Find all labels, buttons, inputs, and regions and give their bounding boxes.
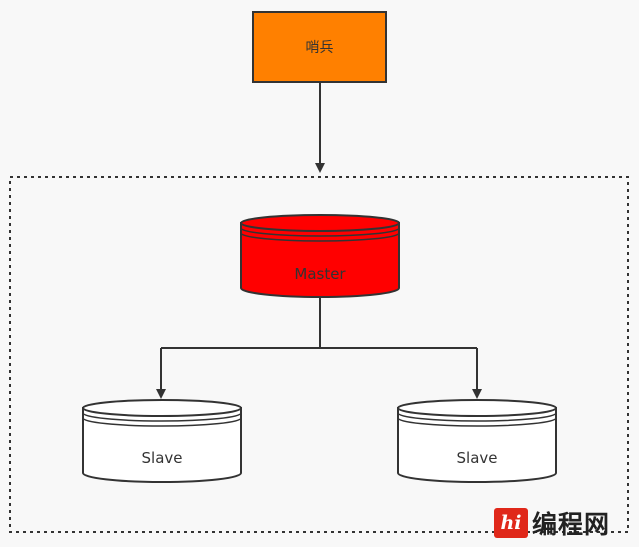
master-cylinder-top (240, 214, 400, 232)
slave-right-band-1 (397, 412, 557, 422)
slave-right-cylinder-top (397, 399, 557, 417)
master-node: Master (240, 214, 400, 298)
master-band-1 (240, 227, 400, 237)
master-cylinder-body (240, 222, 400, 298)
slave-right-label: Slave (457, 449, 498, 467)
slave-right-cylinder-body (397, 407, 557, 483)
slave-left-cylinder-body (82, 407, 242, 483)
slave-left-band-2 (82, 417, 242, 427)
slave-right-node: Slave (397, 399, 557, 483)
slave-left-band-1 (82, 412, 242, 422)
watermark: hi 编程网 (494, 506, 634, 540)
sentinel-label: 哨兵 (306, 40, 334, 56)
slave-left-cylinder-top (82, 399, 242, 417)
watermark-logo: hi (494, 508, 528, 538)
slave-left-label: Slave (142, 449, 183, 467)
cluster-boundary (9, 176, 629, 533)
sentinel-box (252, 11, 387, 83)
master-band-2 (240, 232, 400, 242)
master-label: Master (294, 265, 346, 283)
slave-right-band-2 (397, 417, 557, 427)
watermark-site-name: 编程网 (532, 510, 611, 539)
sentinel-node: 哨兵 (252, 11, 387, 83)
slave-left-node: Slave (82, 399, 242, 483)
